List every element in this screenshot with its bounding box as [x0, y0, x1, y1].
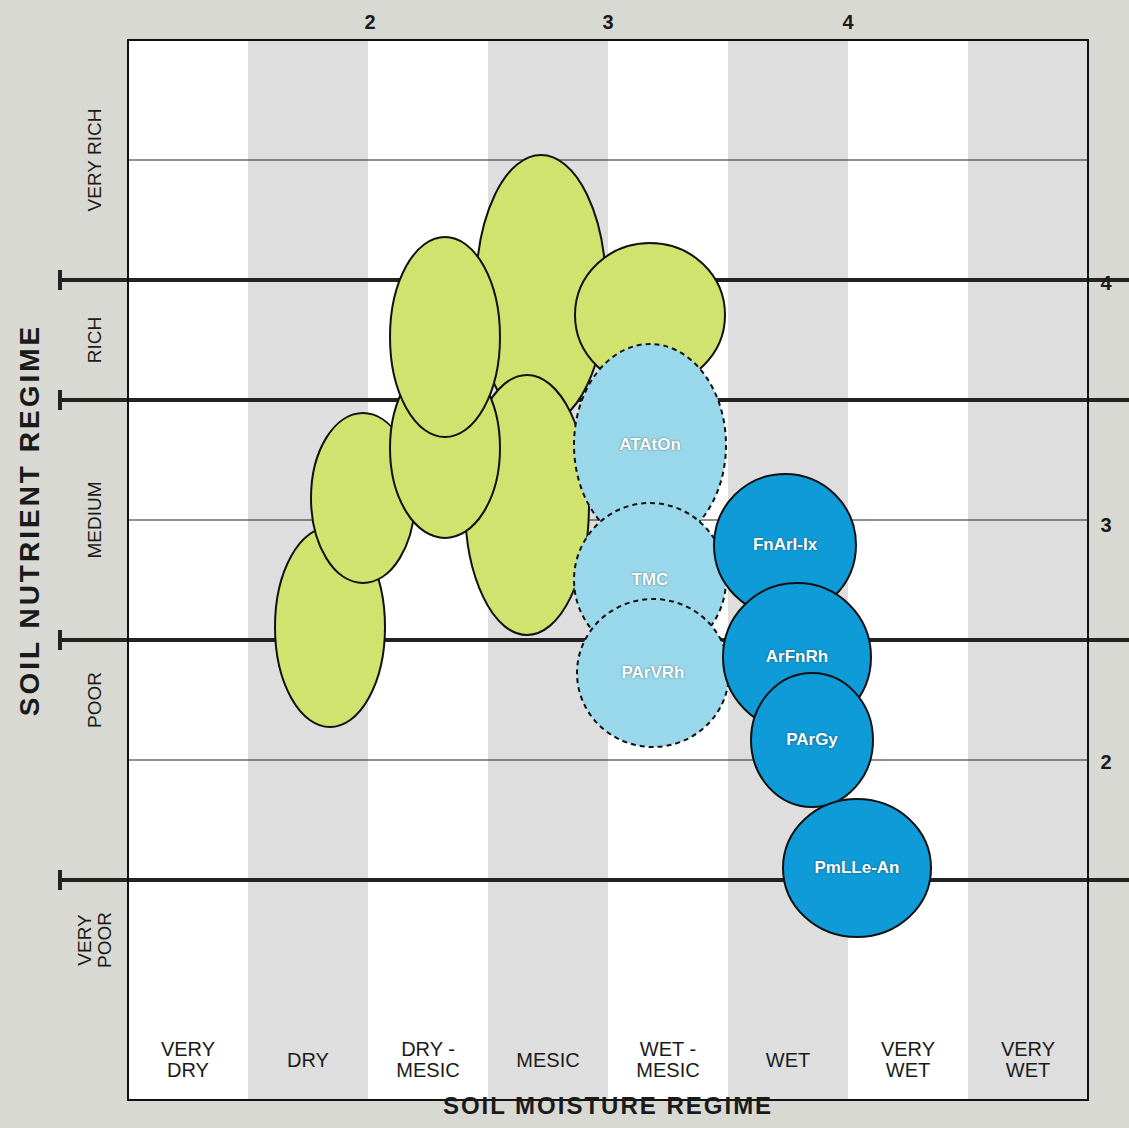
- axis-number: 2: [364, 12, 375, 33]
- axis-title-box: SOIL NUTRIENT REGIME: [10, 240, 50, 800]
- solid-ellipse: PArGy: [750, 672, 874, 808]
- unit-code: TMC: [632, 570, 669, 590]
- column-label-box: DRY - MESIC: [378, 1030, 478, 1090]
- unit-code: ATAtOn: [619, 435, 681, 455]
- axis-number: 3: [1100, 515, 1111, 536]
- column-label-box: WET - MESIC: [618, 1030, 718, 1090]
- ellipse-text-holder: PmLLe-An: [782, 798, 932, 938]
- axis-title: SOIL NUTRIENT REGIME: [15, 324, 44, 716]
- row-label: RICH: [85, 317, 105, 363]
- axis-number: 4: [842, 12, 853, 33]
- grey-column: [968, 40, 1088, 1100]
- axis-number: 2: [1100, 752, 1111, 773]
- unit-code: ArFnRh: [766, 647, 828, 667]
- row-label: MEDIUM: [85, 481, 105, 558]
- column-label: MESIC: [516, 1050, 579, 1071]
- unit-code: PArVRh: [622, 663, 685, 683]
- column-label-box: DRY: [258, 1030, 358, 1090]
- row-label: POOR: [85, 672, 105, 728]
- axis-number-box: 4: [1091, 268, 1121, 298]
- axis-number-box: 3: [588, 7, 628, 37]
- axis-number-box: 2: [1091, 747, 1121, 777]
- plot-border: [128, 40, 1088, 1100]
- row-label-box: VERY RICH: [80, 85, 110, 235]
- unit-code: PmLLe-An: [815, 858, 900, 878]
- column-label-box: VERY DRY: [138, 1030, 238, 1090]
- axis-title-box: SOIL MOISTURE REGIME: [328, 1088, 888, 1124]
- unit-code: PArGy: [786, 730, 838, 750]
- row-label-box: MEDIUM: [80, 460, 110, 580]
- column-label: VERY WET: [858, 1039, 958, 1081]
- axis-number-box: 3: [1091, 510, 1121, 540]
- thin-gridlines: [128, 160, 1088, 760]
- column-label: WET: [766, 1050, 810, 1071]
- column-label-box: VERY WET: [858, 1030, 958, 1090]
- axis-number-box: 2: [350, 7, 390, 37]
- row-label-box: POOR: [80, 650, 110, 750]
- axis-title: SOIL MOISTURE REGIME: [443, 1093, 773, 1118]
- row-label: VERY POOR: [75, 904, 115, 976]
- dashed-ellipse: PArVRh: [576, 598, 730, 748]
- column-label-box: WET: [738, 1030, 838, 1090]
- row-label-box: VERY POOR: [70, 904, 120, 976]
- column-label: DRY: [287, 1050, 329, 1071]
- ellipse-text-holder: PArVRh: [576, 598, 730, 748]
- column-label-box: VERY WET: [978, 1030, 1078, 1090]
- row-label-box: RICH: [80, 290, 110, 390]
- plot-area: [128, 40, 1088, 1100]
- row-label: VERY RICH: [85, 109, 105, 212]
- column-label: VERY DRY: [138, 1039, 238, 1081]
- column-label: VERY WET: [978, 1039, 1078, 1081]
- column-label-box: MESIC: [498, 1030, 598, 1090]
- column-label: WET - MESIC: [618, 1039, 718, 1081]
- column-label: DRY - MESIC: [378, 1039, 478, 1081]
- solid-ellipse: PmLLe-An: [782, 798, 932, 938]
- axis-number: 4: [1100, 273, 1111, 294]
- axis-number: 3: [602, 12, 613, 33]
- unit-code: FnArI-Ix: [753, 535, 817, 555]
- axis-number-box: 4: [828, 7, 868, 37]
- ellipse-text-holder: PArGy: [750, 672, 874, 808]
